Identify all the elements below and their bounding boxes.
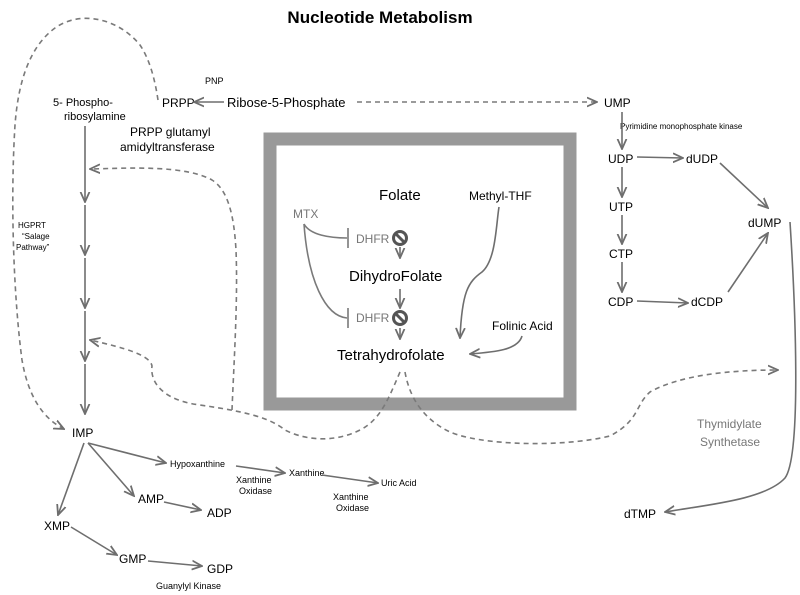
label-adp: ADP <box>207 506 232 520</box>
label-gmp: GMP <box>119 552 146 566</box>
solid-arrows <box>58 102 797 566</box>
diagram-title: Nucleotide Metabolism <box>287 8 472 27</box>
folate-box <box>263 132 577 411</box>
label-folate: Folate <box>379 187 421 204</box>
label-dcdp: dCDP <box>691 295 723 309</box>
label-hgprt-2: “Salage <box>22 232 50 241</box>
label-dhfr-2: DHFR <box>356 311 390 325</box>
label-xanthine-oxidase-2a: Xanthine <box>333 492 369 502</box>
label-xmp: XMP <box>44 519 70 533</box>
mtx-inhibition <box>303 223 349 328</box>
blocked-icon <box>392 310 408 326</box>
label-xanthine-oxidase-1a: Xanthine <box>236 475 272 485</box>
label-thymidylate: Thymidylate <box>697 417 762 431</box>
label-utp: UTP <box>609 200 633 214</box>
label-synthetase: Synthetase <box>700 435 760 449</box>
label-pyrimidine-kinase: Pyrimidine monophosphate kinase <box>620 122 743 131</box>
dashed-arrows <box>11 17 778 445</box>
label-dhfr-1: DHFR <box>356 232 390 246</box>
label-xanthine-oxidase-2b: Oxidase <box>336 503 369 513</box>
label-dump: dUMP <box>748 216 781 230</box>
label-amidyltransferase: amidyltransferase <box>120 140 215 154</box>
label-hypoxanthine: Hypoxanthine <box>170 459 225 469</box>
label-imp: IMP <box>72 426 93 440</box>
label-hgprt-1: HGPRT <box>18 221 46 230</box>
label-xanthine-oxidase-1b: Oxidase <box>239 486 272 496</box>
label-cdp: CDP <box>608 295 633 309</box>
label-udp: UDP <box>608 152 633 166</box>
label-dtmp: dTMP <box>624 507 656 521</box>
label-ribose-5-phosphate: Ribose-5-Phosphate <box>227 95 346 110</box>
label-phosphoribosylamine-1: 5- Phospho- <box>53 97 113 109</box>
label-uric-acid: Uric Acid <box>381 478 417 488</box>
label-hgprt-3: Pathway” <box>16 243 50 252</box>
label-ctp: CTP <box>609 247 633 261</box>
label-amp: AMP <box>138 492 164 506</box>
label-dudp: dUDP <box>686 152 718 166</box>
label-prpp-glutamyl: PRPP glutamyl <box>130 125 210 139</box>
label-folinic-acid: Folinic Acid <box>492 319 553 333</box>
label-phosphoribosylamine-2: ribosylamine <box>64 111 126 123</box>
label-tetrahydrofolate: Tetrahydrofolate <box>337 347 445 364</box>
label-pnp: PNP <box>205 76 224 86</box>
label-guanylyl-kinase: Guanylyl Kinase <box>156 581 221 591</box>
blocked-icon <box>392 230 408 246</box>
label-mtx: MTX <box>293 207 318 221</box>
label-xanthine: Xanthine <box>289 468 325 478</box>
label-gdp: GDP <box>207 562 233 576</box>
label-ump: UMP <box>604 96 631 110</box>
label-dihydrofolate: DihydroFolate <box>349 268 442 285</box>
label-prpp: PRPP <box>162 96 195 110</box>
label-methyl-thf: Methyl-THF <box>469 189 532 203</box>
